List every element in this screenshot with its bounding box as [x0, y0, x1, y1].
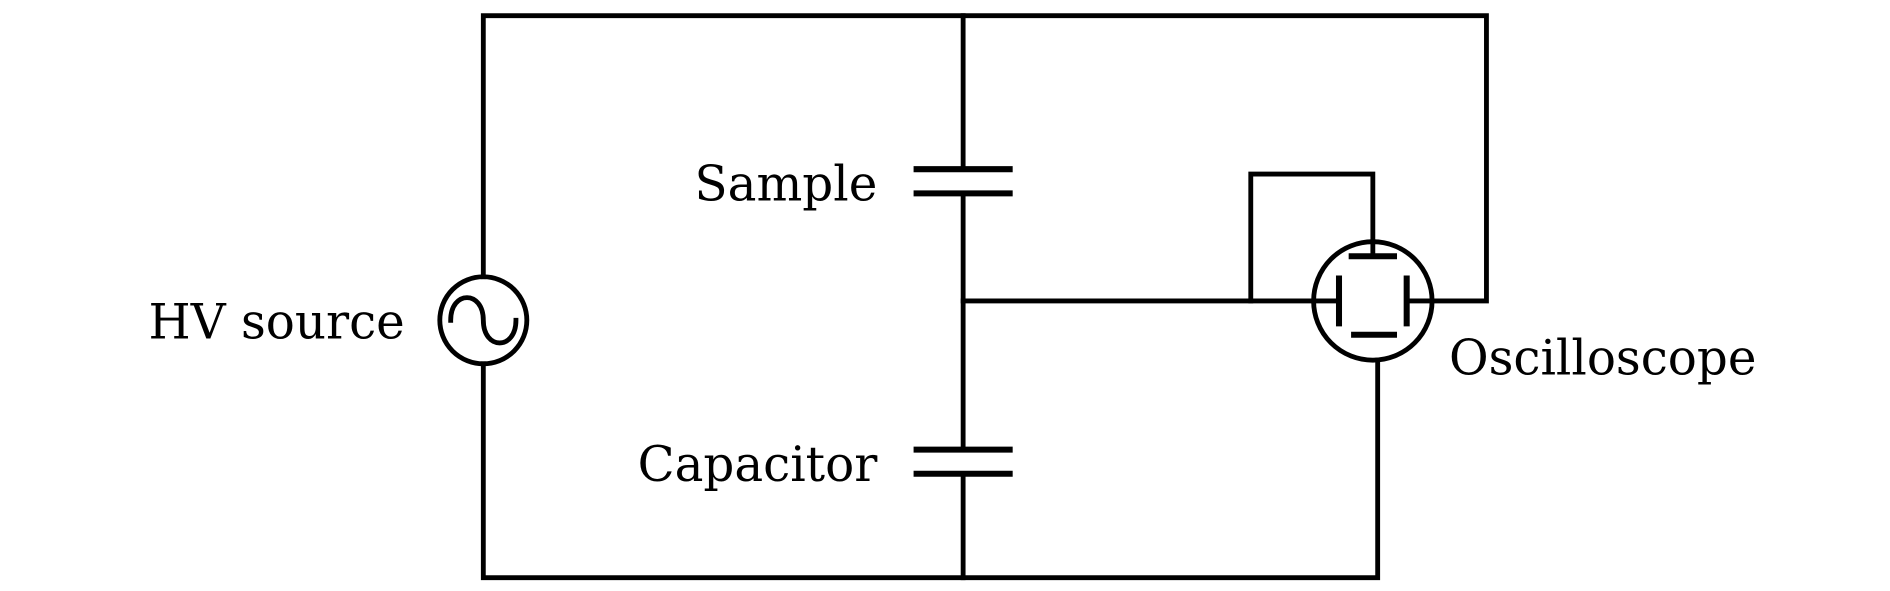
oscilloscope-symbol: [1311, 239, 1435, 363]
ac-source-icon: [437, 274, 530, 367]
scope-loop-wire: [1248, 171, 1376, 304]
oscilloscope-label: Oscilloscope: [1449, 331, 1756, 387]
top-wire: [480, 13, 1489, 304]
sample-capacitor: [913, 166, 1013, 197]
sine-wave-icon: [448, 295, 519, 346]
capacitor-label: Capacitor: [638, 437, 879, 493]
sample-label: Sample: [695, 157, 878, 213]
hv-source-label: HV source: [149, 294, 405, 350]
hv-source-symbol: [437, 274, 530, 367]
left-wire-lower: [480, 357, 1381, 581]
reference-capacitor: [913, 446, 1013, 477]
wires: [480, 13, 1489, 581]
